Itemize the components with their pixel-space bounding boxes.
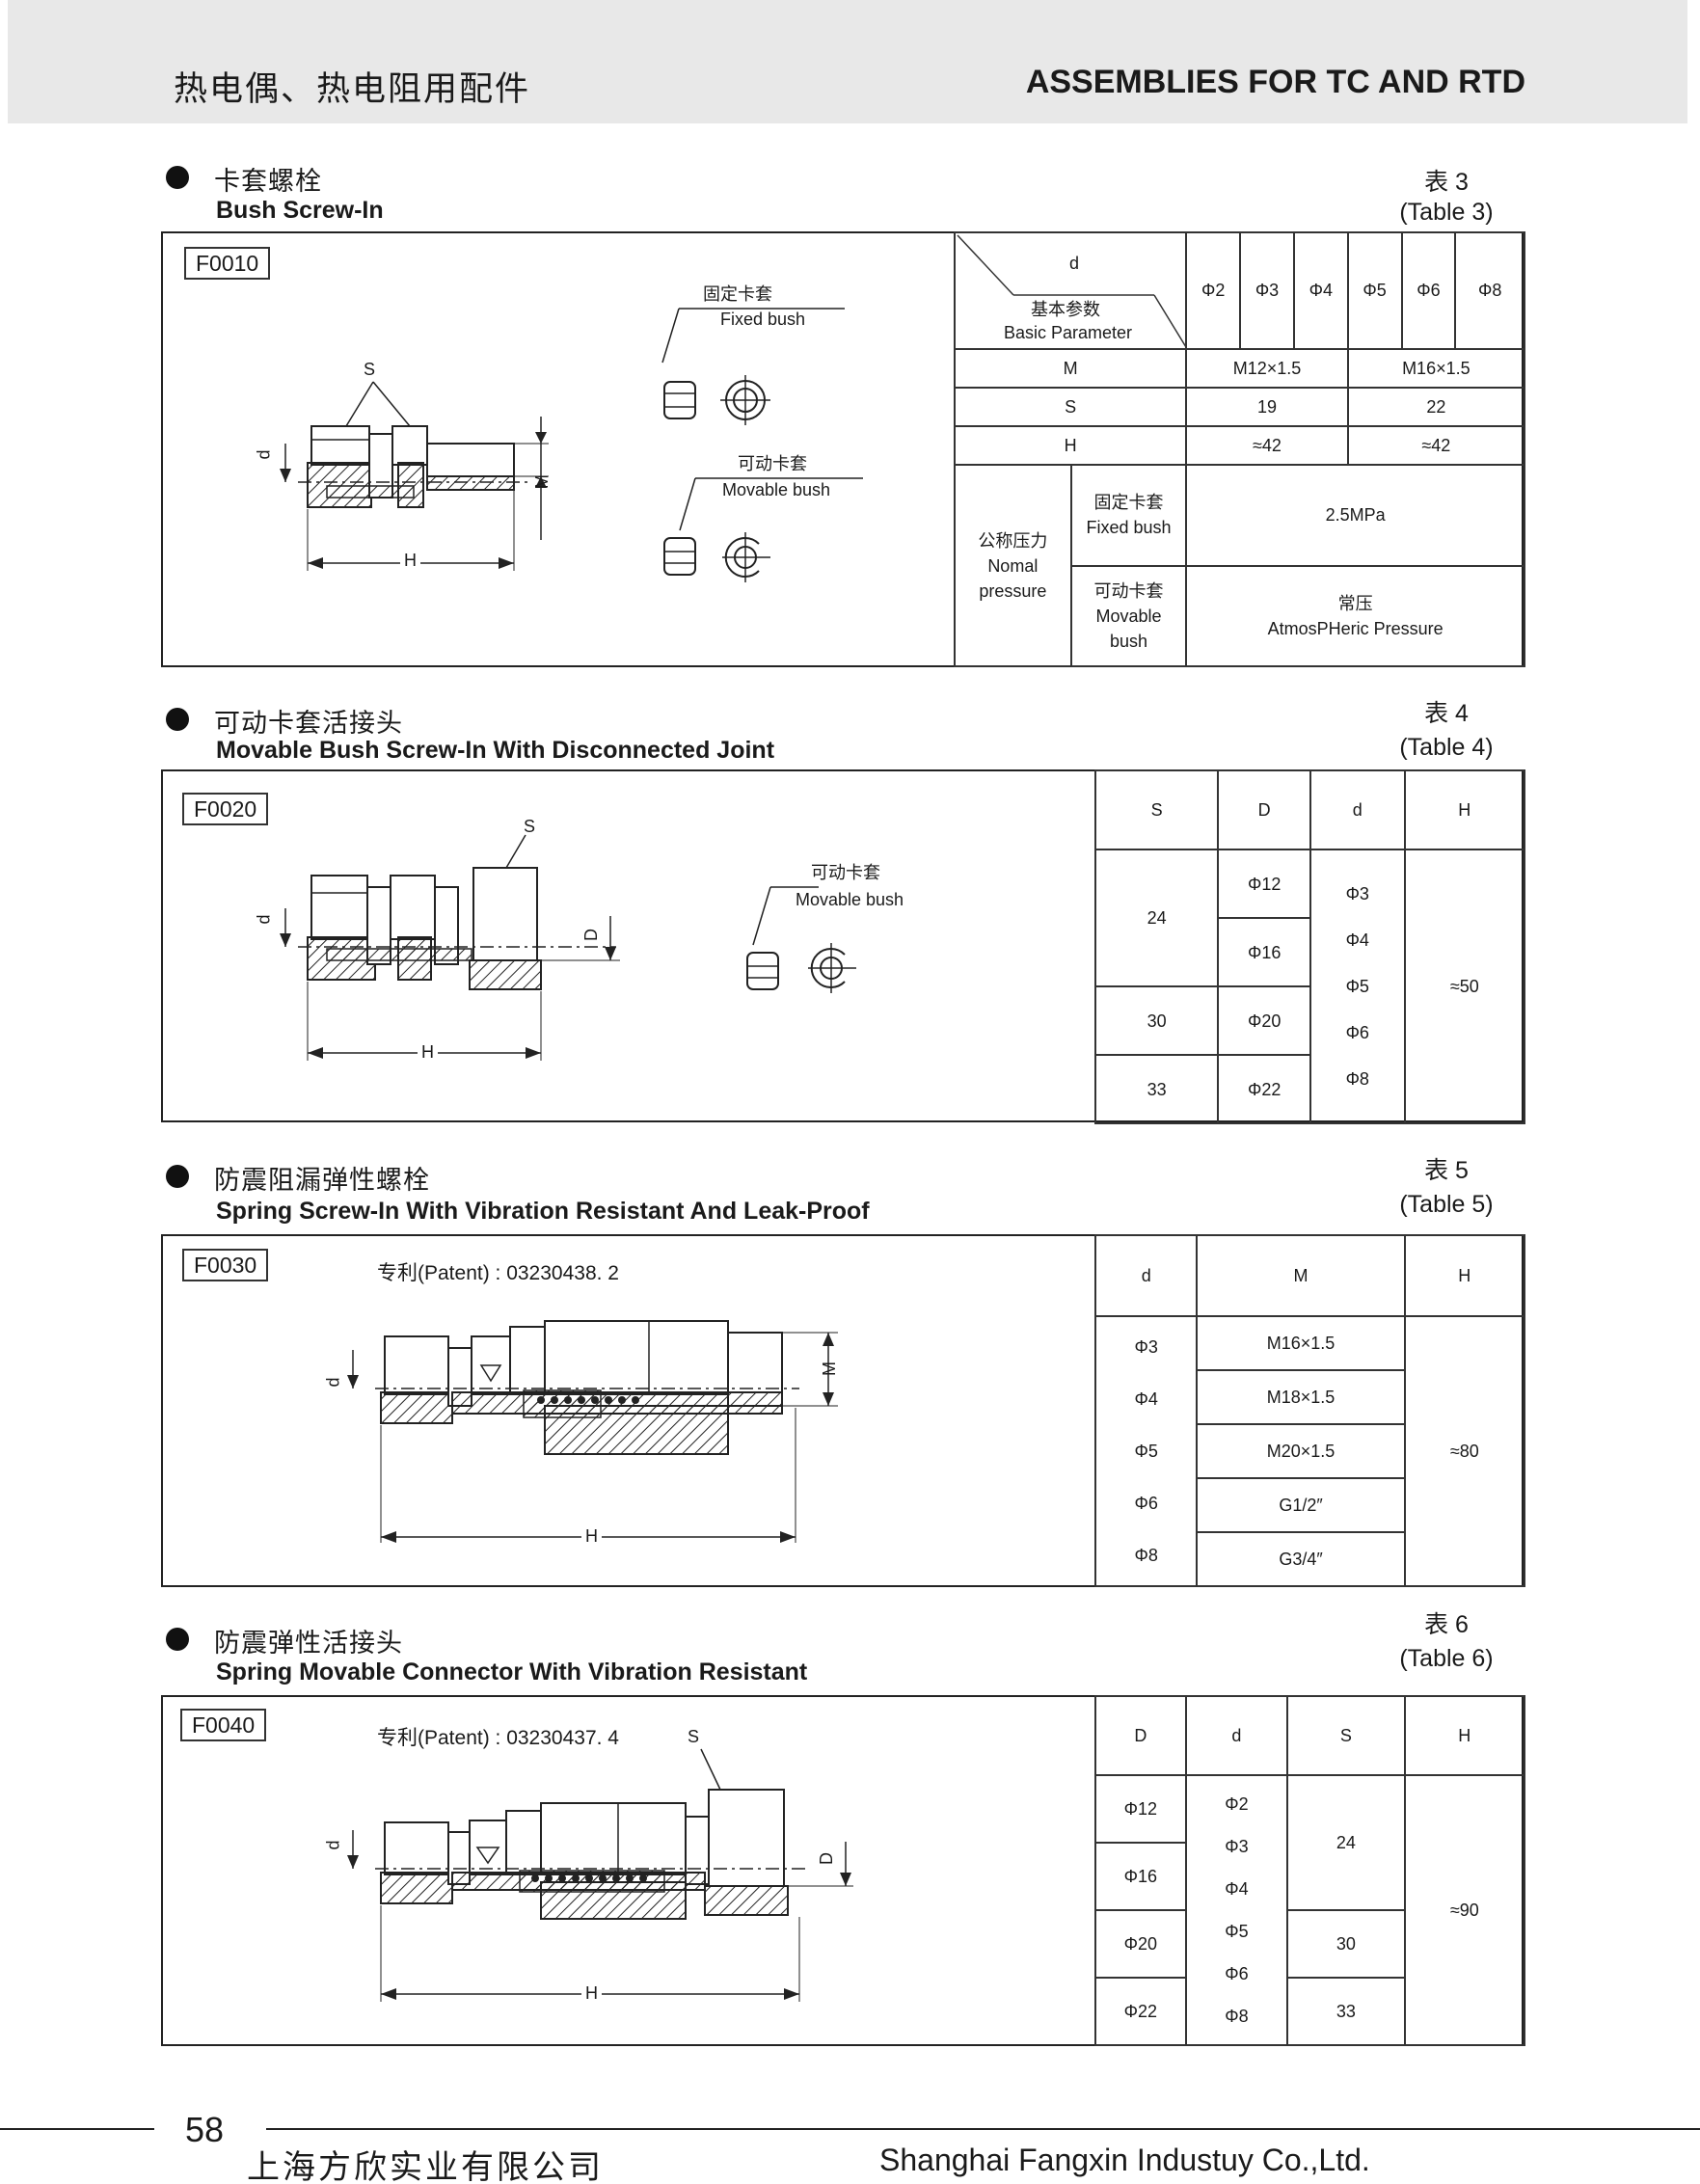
label-d: d	[254, 449, 274, 460]
label-h: H	[418, 1039, 438, 1065]
label-s: S	[688, 1727, 700, 1746]
label-h: H	[581, 1981, 602, 2007]
footer-rule-right	[266, 2128, 1700, 2130]
label-s: S	[364, 360, 376, 379]
table-number-en: (Table 5)	[1399, 1191, 1494, 1218]
label-movable-bush-en: Movable bush	[722, 480, 831, 499]
label-s: S	[524, 817, 536, 836]
header-title-cn: 热电偶、热电阻用配件	[174, 70, 531, 108]
label-movable-bush-en: Movable bush	[796, 890, 904, 909]
dia-cell: Φ4	[1292, 231, 1349, 350]
table-number-en: (Table 6)	[1399, 1645, 1494, 1672]
product-box: F0010	[161, 231, 1526, 667]
section-title-cn: 防震弹性活接头	[214, 1629, 403, 1658]
label-movable-bush-cn: 可动卡套	[738, 454, 807, 473]
dia-cell: Φ2	[1185, 231, 1242, 350]
pressure-label: 公称压力 Nomal pressure	[954, 464, 1072, 667]
bullet-icon	[166, 708, 189, 731]
label-d: d	[323, 1840, 343, 1850]
product-code: F0040	[180, 1709, 267, 1741]
table-number-en: (Table 3)	[1399, 199, 1494, 226]
header-title-en: ASSEMBLIES FOR TC AND RTD	[1025, 64, 1525, 100]
footer-rule-left	[0, 2128, 154, 2130]
dia-cell: Φ5	[1346, 231, 1403, 350]
section-title-en: Bush Screw-In	[216, 197, 384, 224]
table-number-cn: 表 6	[1424, 1611, 1469, 1638]
product-box: F0020	[161, 769, 1526, 1124]
section-title-en: Spring Movable Connector With Vibration …	[216, 1658, 808, 1685]
label-h: H	[400, 548, 420, 574]
bullet-icon	[166, 1165, 189, 1188]
label-D: D	[581, 929, 601, 941]
company-name-cn: 上海方欣实业有限公司	[247, 2149, 604, 2184]
section-title-en: Spring Screw-In With Vibration Resistant…	[216, 1198, 870, 1225]
section-title-cn: 卡套螺栓	[214, 167, 322, 196]
product-code: F0030	[182, 1249, 269, 1281]
label-movable-bush-cn: 可动卡套	[811, 863, 880, 882]
label-h: H	[581, 1523, 602, 1550]
section-title-en: Movable Bush Screw-In With Disconnected …	[216, 737, 775, 764]
spring-movable-connector-drawing	[347, 1748, 853, 2002]
dia-cell: Φ3	[1239, 231, 1295, 350]
label-fixed-bush-en: Fixed bush	[720, 310, 806, 329]
spec-table-3: d 基本参数 Basic Parameter Φ2 Φ3 Φ4 Φ5 Φ6 Φ8…	[953, 231, 1526, 667]
corner-cell: d 基本参数 Basic Parameter	[953, 231, 1188, 350]
label-D: D	[817, 1852, 836, 1865]
label-d: d	[254, 914, 274, 925]
section-title-cn: 可动卡套活接头	[214, 709, 403, 738]
table-number-cn: 表 5	[1424, 1157, 1469, 1184]
table-number-en: (Table 4)	[1399, 734, 1494, 761]
product-code: F0010	[184, 247, 271, 280]
patent-number: 专利(Patent) : 03230437. 4	[377, 1727, 619, 1749]
spring-screw-in-drawing	[347, 1320, 838, 1543]
page-header: 热电偶、热电阻用配件 ASSEMBLIES FOR TC AND RTD	[8, 0, 1687, 123]
dia-cell: Φ8	[1454, 231, 1525, 350]
product-box: F0030 专利(Patent) : 03230438. 2	[161, 1234, 1526, 1588]
section-title-cn: 防震阻漏弹性螺栓	[214, 1166, 430, 1195]
bullet-icon	[166, 166, 189, 189]
table-number-cn: 表 4	[1424, 700, 1469, 727]
label-m: M	[532, 474, 552, 489]
page-number: 58	[185, 2110, 225, 2149]
company-name-en: Shanghai Fangxin Industuy Co.,Ltd.	[879, 2143, 1370, 2177]
bush-screw-in-drawing	[280, 308, 863, 582]
dia-cell: Φ6	[1400, 231, 1457, 350]
table-number-cn: 表 3	[1424, 169, 1469, 196]
product-box: F0040 专利(Patent) : 03230437. 4	[161, 1695, 1526, 2046]
bullet-icon	[166, 1628, 189, 1651]
movable-bush-end-view	[808, 943, 856, 993]
product-code: F0020	[182, 793, 269, 825]
label-m: M	[820, 1362, 839, 1376]
label-fixed-bush-cn: 固定卡套	[703, 284, 772, 304]
label-d: d	[323, 1377, 343, 1388]
patent-number: 专利(Patent) : 03230438. 2	[377, 1262, 619, 1284]
movable-bush-joint-drawing	[280, 834, 819, 1061]
